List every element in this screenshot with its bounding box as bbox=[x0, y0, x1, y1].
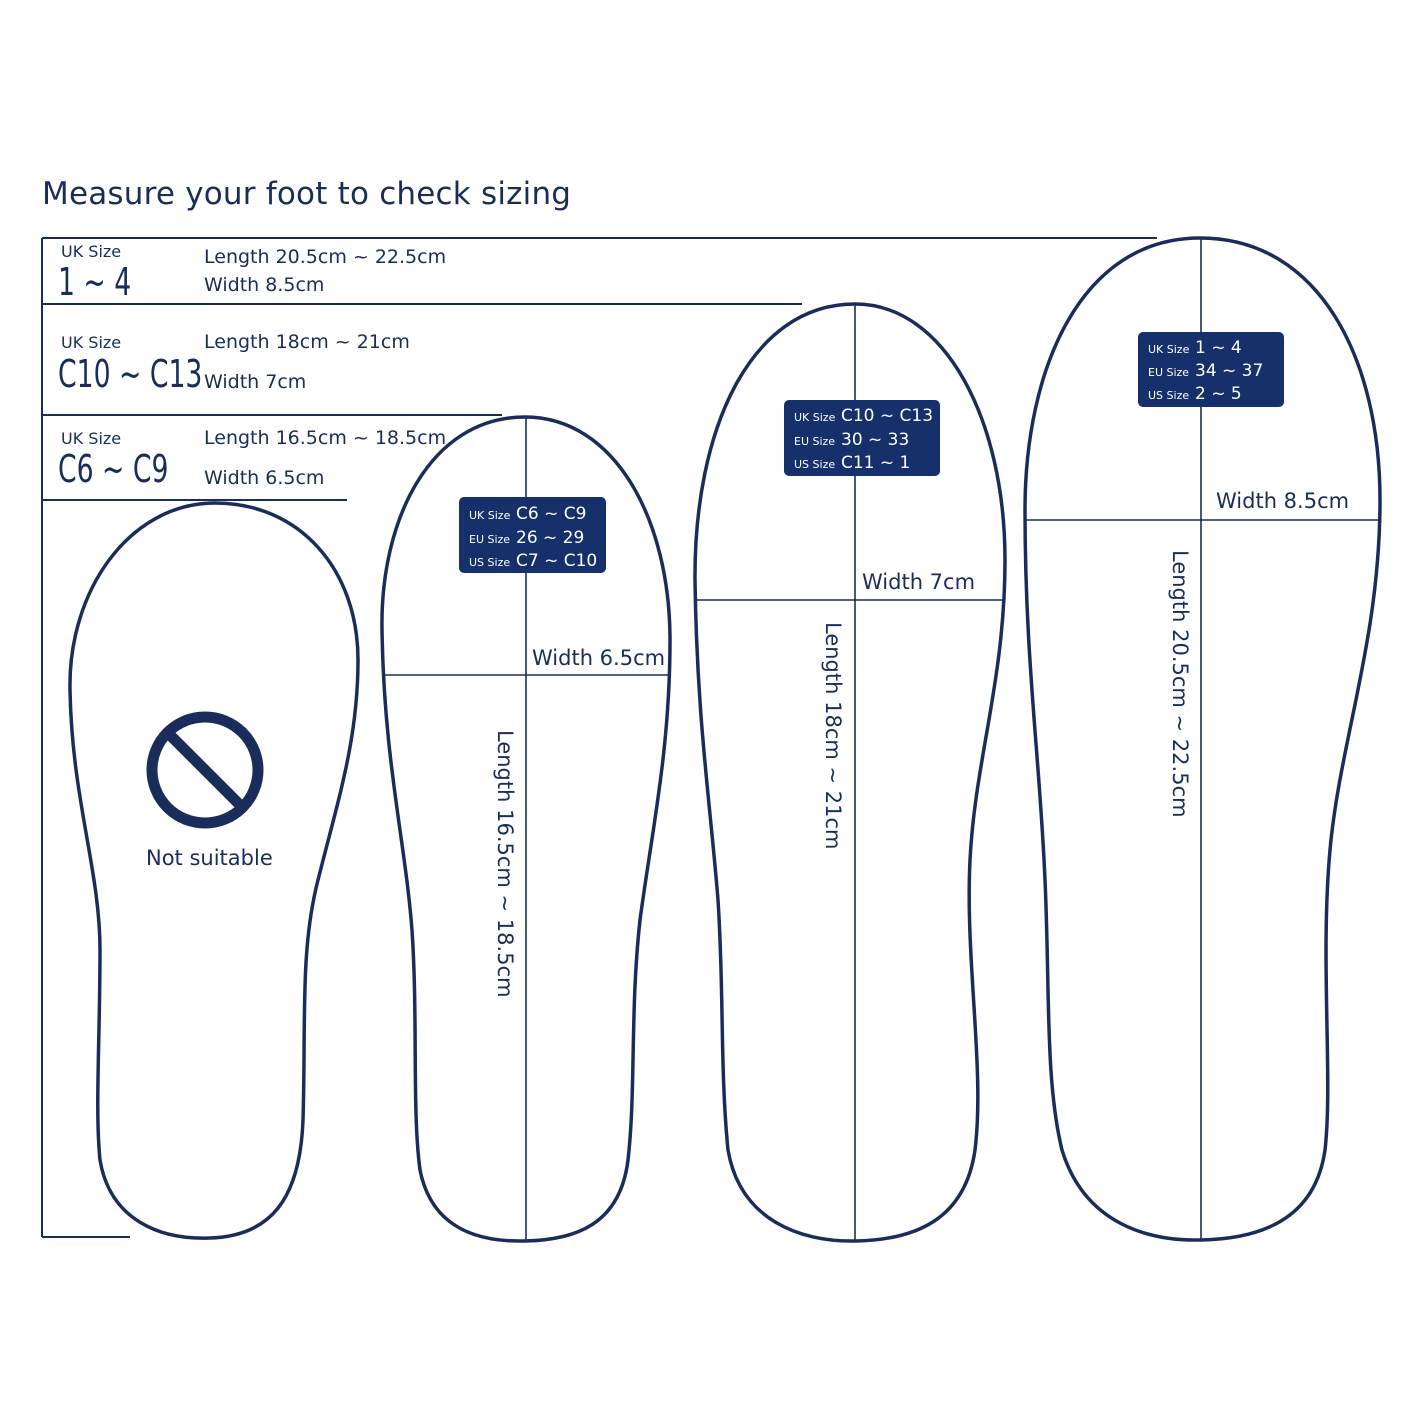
row2-width: Width 7cm bbox=[204, 371, 307, 393]
badge-value: 2 ~ 5 bbox=[1195, 384, 1242, 404]
width-label-small: Width 6.5cm bbox=[532, 646, 666, 670]
row3-length: Length 16.5cm ~ 18.5cm bbox=[204, 427, 447, 449]
length-label-small: Length 16.5cm ~ 18.5cm bbox=[493, 730, 517, 998]
size-badge-small: UK Size C6 ~ C9 EU Size 26 ~ 29 US Size C7 … bbox=[459, 497, 606, 573]
row1-width: Width 8.5cm bbox=[204, 274, 325, 296]
length-label-medium: Length 18cm ~ 21cm bbox=[821, 622, 845, 850]
row2-uk-value: C10 ~ C13 bbox=[58, 352, 203, 396]
badge-key: US Size bbox=[794, 458, 836, 471]
page-title: Measure your foot to check sizing bbox=[42, 176, 572, 212]
badge-value: C10 ~ C13 bbox=[841, 406, 934, 426]
prohibited-icon bbox=[146, 711, 264, 829]
size-badge-large: UK Size 1 ~ 4 EU Size 34 ~ 37 US Size 2 ~ 5 bbox=[1138, 332, 1284, 407]
not-suitable-label: Not suitable bbox=[146, 846, 273, 870]
badge-key: US Size bbox=[1148, 389, 1190, 402]
width-label-medium: Width 7cm bbox=[862, 570, 976, 594]
badge-value: C11 ~ 1 bbox=[841, 453, 911, 473]
badge-key: EU Size bbox=[1148, 366, 1190, 379]
row3-uk-label: UK Size bbox=[61, 429, 122, 448]
badge-value: 30 ~ 33 bbox=[841, 430, 910, 450]
badge-key: EU Size bbox=[469, 533, 511, 546]
foot-outline-not-suitable bbox=[68, 501, 360, 1240]
badge-value: 1 ~ 4 bbox=[1195, 338, 1242, 358]
row3-uk-value: C6 ~ C9 bbox=[58, 447, 169, 491]
badge-value: C6 ~ C9 bbox=[516, 504, 587, 524]
badge-value: 34 ~ 37 bbox=[1195, 361, 1264, 381]
badge-key: UK Size bbox=[469, 509, 511, 522]
badge-key: UK Size bbox=[1148, 343, 1190, 356]
row2-length: Length 18cm ~ 21cm bbox=[204, 331, 410, 353]
foot-outline-small bbox=[380, 415, 672, 1243]
badge-key: EU Size bbox=[794, 435, 836, 448]
size-badge-medium: UK Size C10 ~ C13 EU Size 30 ~ 33 US Size C… bbox=[784, 400, 940, 476]
badge-key: US Size bbox=[469, 556, 511, 569]
badge-value: 26 ~ 29 bbox=[516, 528, 585, 548]
row1-uk-label: UK Size bbox=[61, 242, 122, 261]
length-label-large: Length 20.5cm ~ 22.5cm bbox=[1168, 550, 1192, 818]
row2-uk-label: UK Size bbox=[61, 333, 122, 352]
row3-width: Width 6.5cm bbox=[204, 467, 325, 489]
foot-outline-large bbox=[1023, 236, 1382, 1242]
row1-length: Length 20.5cm ~ 22.5cm bbox=[204, 246, 447, 268]
badge-value: C7 ~ C10 bbox=[516, 551, 598, 571]
badge-key: UK Size bbox=[794, 411, 836, 424]
row1-uk-value: 1 ~ 4 bbox=[58, 260, 132, 304]
width-label-large: Width 8.5cm bbox=[1216, 489, 1350, 513]
